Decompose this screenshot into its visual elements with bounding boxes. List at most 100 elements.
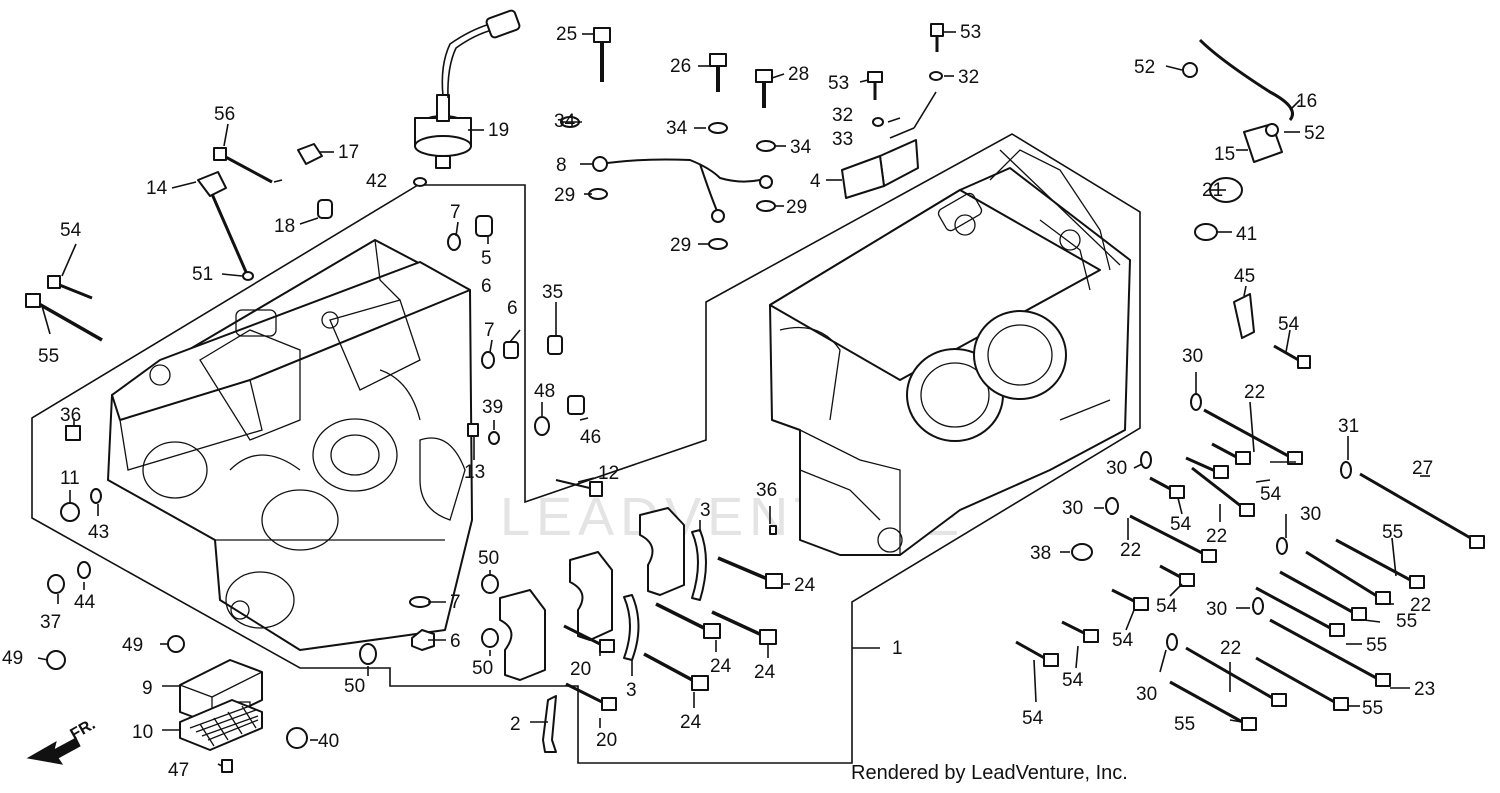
render-credit: Rendered by LeadVenture, Inc. <box>851 762 1128 784</box>
part-label: 18 <box>274 216 295 237</box>
part-label: 22 <box>1220 638 1241 659</box>
fr-marker-text: FR. <box>68 716 99 744</box>
part-label: 21 <box>1202 180 1223 201</box>
part-label: 36 <box>756 480 777 501</box>
part-label: 55 <box>1382 522 1403 543</box>
left-crankcase-half <box>107 239 473 651</box>
part-label: 34 <box>554 111 576 132</box>
part-label: 54 <box>60 220 82 241</box>
part-label: 50 <box>344 676 365 697</box>
part-label: 37 <box>40 612 61 633</box>
part-label: 24 <box>794 575 816 596</box>
part-label: 38 <box>1030 543 1051 564</box>
part-label: 49 <box>2 648 23 669</box>
part-label: 34 <box>666 118 688 139</box>
part-label: 29 <box>670 235 691 256</box>
part-label: 14 <box>146 178 168 199</box>
part-label: 30 <box>1206 599 1227 620</box>
part-label: 46 <box>580 427 601 448</box>
part-label: 10 <box>132 722 153 743</box>
part-label: 2 <box>510 714 521 735</box>
part-label: 55 <box>1174 714 1195 735</box>
part-label: 41 <box>1236 224 1257 245</box>
part-label: 22 <box>1120 540 1141 561</box>
part-label: 6 <box>450 631 461 652</box>
part-label: 13 <box>464 462 485 483</box>
part-label: 54 <box>1022 708 1044 729</box>
left-assembly-outline <box>31 133 1141 764</box>
part-label: 3 <box>700 500 711 521</box>
part-label: 6 <box>507 298 518 319</box>
part-label: 54 <box>1062 670 1084 691</box>
part-label: 51 <box>192 264 213 285</box>
part-label: 20 <box>570 659 591 680</box>
part-label: 24 <box>680 712 702 733</box>
part-label: 12 <box>598 463 619 484</box>
part-label: 22 <box>1206 526 1227 547</box>
part-label: 32 <box>832 105 853 126</box>
oil-pressure-switch-19 <box>414 9 521 169</box>
part-label: 16 <box>1296 91 1317 112</box>
part-label: 54 <box>1112 630 1134 651</box>
part-label: 1 <box>892 638 903 659</box>
part-label: 53 <box>960 22 981 43</box>
part-label: 7 <box>484 320 495 341</box>
part-number-labels: 1 2 3 3 4 5 6 6 6 7 7 7 8 9 10 11 12 13 … <box>2 22 1435 781</box>
front-direction-arrow: FR. <box>26 716 99 765</box>
part-label: 55 <box>1396 611 1417 632</box>
part-label: 34 <box>790 137 812 158</box>
part-label: 39 <box>482 397 503 418</box>
part-label: 30 <box>1062 498 1083 519</box>
part-label: 40 <box>318 731 339 752</box>
part-label: 6 <box>481 276 492 297</box>
part-label: 52 <box>1304 123 1325 144</box>
part-label: 7 <box>450 592 461 613</box>
strainer-screen-10 <box>179 699 263 751</box>
part-label: 54 <box>1170 514 1192 535</box>
part-label: 48 <box>534 381 555 402</box>
bracket-2 <box>542 695 557 753</box>
part-label: 20 <box>596 730 617 751</box>
part-label: 24 <box>710 656 732 677</box>
part-label: 42 <box>366 171 387 192</box>
part-label: 33 <box>832 129 853 150</box>
part-label: 35 <box>542 282 563 303</box>
leader-lines <box>37 31 1430 767</box>
part-label: 50 <box>478 548 499 569</box>
part-label: 43 <box>88 522 109 543</box>
part-label: 4 <box>810 171 821 192</box>
bolts <box>25 23 1485 731</box>
part-label: 29 <box>554 185 575 206</box>
part-label: 31 <box>1338 416 1359 437</box>
part-label: 50 <box>472 658 493 679</box>
part-label: 44 <box>74 592 96 613</box>
part-label: 36 <box>60 405 81 426</box>
part-label: 22 <box>1410 595 1431 616</box>
part-label: 25 <box>556 24 577 45</box>
part-label: 30 <box>1106 458 1127 479</box>
part-label: 47 <box>168 760 189 781</box>
part-label: 17 <box>338 142 359 163</box>
part-label: 27 <box>1412 458 1433 479</box>
bearing-caps <box>499 507 685 681</box>
clip-3-lower <box>623 594 640 661</box>
part-label: 30 <box>1182 346 1203 367</box>
part-label: 30 <box>1300 504 1321 525</box>
part-label: 52 <box>1134 57 1155 78</box>
part-label: 29 <box>786 197 807 218</box>
part-label: 54 <box>1156 596 1178 617</box>
part-label: 32 <box>958 67 979 88</box>
part-label: 8 <box>556 155 567 176</box>
part-label: 5 <box>481 248 492 269</box>
part-label: 15 <box>1214 144 1235 165</box>
part-label: 30 <box>1136 684 1157 705</box>
part-label: 22 <box>1244 382 1265 403</box>
part-label: 53 <box>828 73 849 94</box>
part-label: 54 <box>1278 314 1300 335</box>
small-parts <box>46 38 1352 773</box>
part-label: 26 <box>670 56 691 77</box>
part-label: 55 <box>1362 698 1383 719</box>
part-label: 28 <box>788 64 809 85</box>
right-crankcase-half <box>769 149 1131 556</box>
